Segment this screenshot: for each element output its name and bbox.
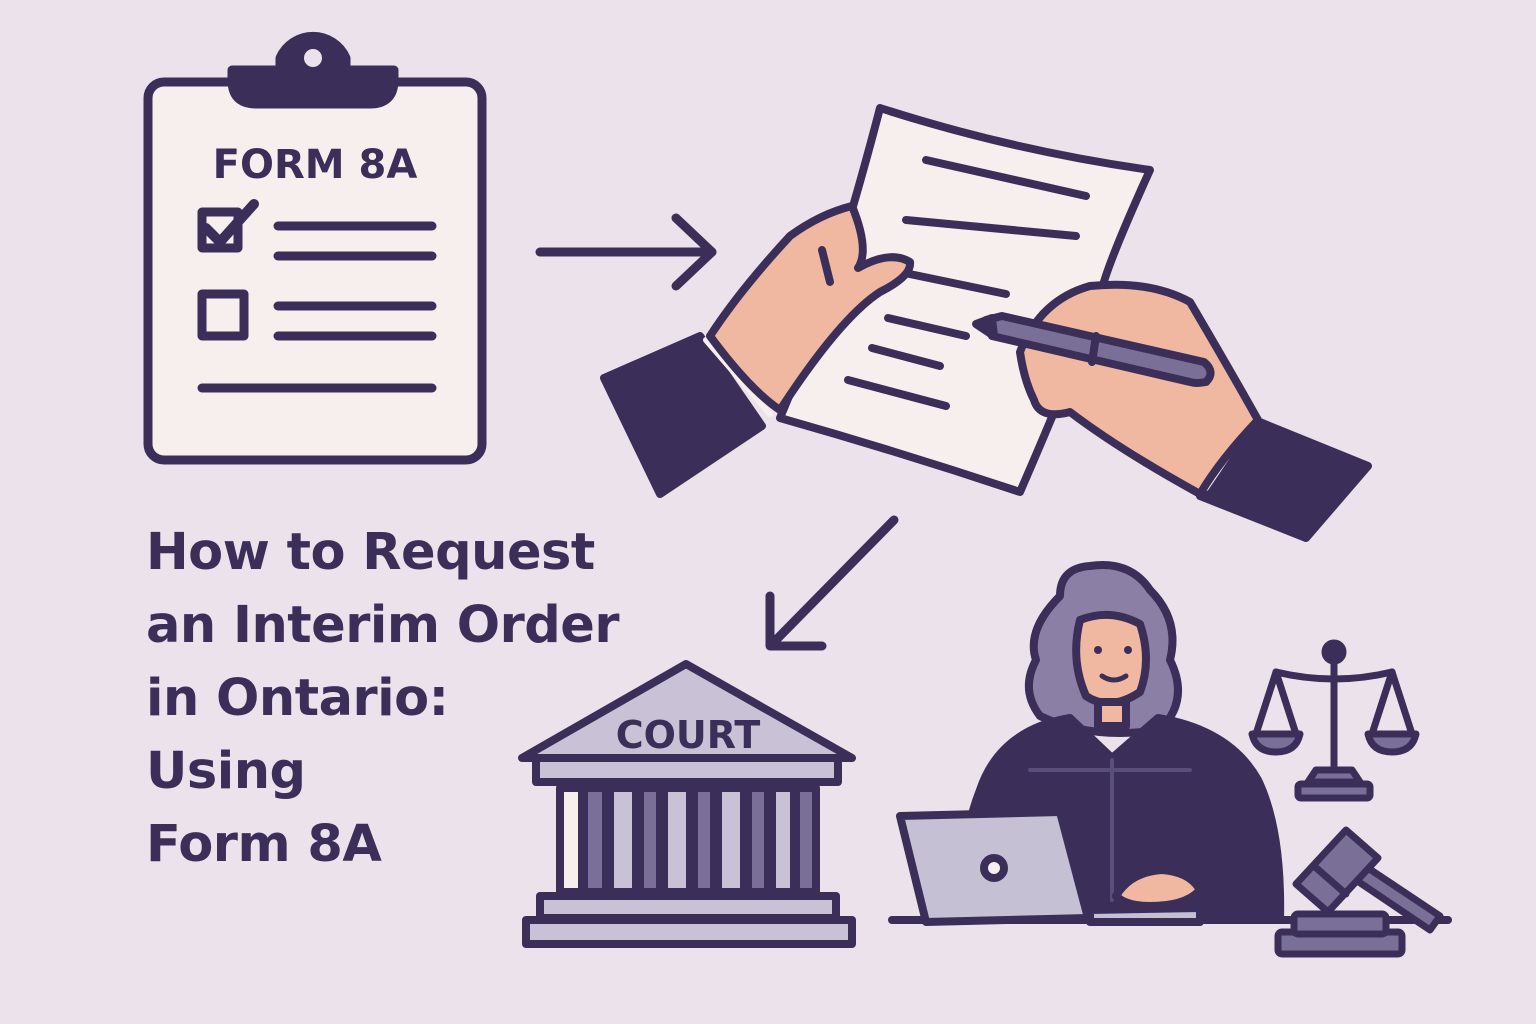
headline-line-5: Form 8A	[146, 815, 382, 874]
clipboard-form-label: FORM 8A	[213, 142, 418, 188]
clipboard-checklist-icon	[143, 31, 487, 465]
headline-line-2: an Interim Order	[146, 596, 620, 655]
headline-line-4: Using	[146, 742, 306, 801]
judge-at-laptop-icon	[888, 561, 1452, 926]
headline-line-1: How to Request	[146, 523, 595, 582]
arrow-down-left-icon	[765, 515, 899, 651]
headline: How to Request an Interim Order in Ontar…	[146, 516, 706, 881]
arrow-right-icon	[535, 213, 717, 291]
gavel-icon	[1274, 826, 1444, 958]
courthouse-icon	[518, 660, 856, 948]
court-label: COURT	[616, 713, 761, 757]
hands-signing-document-icon	[600, 104, 1372, 542]
scales-of-justice-icon	[1248, 639, 1420, 802]
headline-line-3: in Ontario:	[146, 669, 449, 728]
